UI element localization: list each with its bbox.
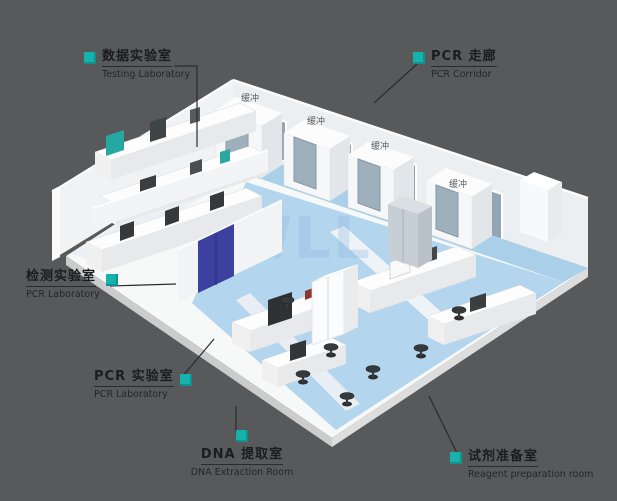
callout-reagent-preparation-room: 试剂准备室 Reagent preparation room (450, 449, 594, 481)
teal-marker-icon (179, 374, 192, 386)
room-label-zh: PCR 走廊 (431, 49, 497, 68)
callout-pcr-laboratory: PCR 实验室 PCR Laboratory (94, 369, 192, 401)
leader-line (181, 338, 215, 378)
stool-icon (279, 296, 295, 311)
pcr-machine-icon (220, 149, 230, 164)
teal-marker-icon (413, 52, 425, 64)
leader-line (373, 63, 418, 104)
monitor-icon (120, 221, 134, 241)
buffer-room-label: 缓冲 (371, 140, 389, 152)
callout-pcr-corridor: PCR 走廊 PCR Corridor (413, 49, 497, 81)
stool-icon (323, 343, 339, 358)
storage-cabinet (520, 172, 562, 242)
teal-marker-icon (84, 52, 96, 64)
pcr-machine-icon (106, 130, 124, 156)
equipment-icon (150, 117, 166, 142)
room-label-en: DNA Extraction Room (190, 467, 294, 479)
monitor-icon (165, 206, 179, 226)
equipment-icon (305, 288, 313, 300)
lab-bench (351, 245, 477, 313)
stool-icon (295, 370, 311, 385)
teal-marker-icon (450, 452, 462, 464)
fridge (311, 264, 358, 346)
teal-marker-icon (105, 274, 118, 286)
buffer-room (283, 120, 350, 202)
room-label-zh: DNA 提取室 (200, 447, 284, 466)
partition-wall (92, 149, 269, 229)
teal-marker-icon (236, 430, 248, 442)
callout-dna-extraction-room: DNA 提取室 DNA Extraction Room (184, 430, 300, 478)
room-label-zh: PCR 实验室 (94, 369, 174, 388)
stool-icon (451, 306, 467, 321)
stool-icon (365, 365, 381, 380)
room-label-en: PCR Laboratory (94, 389, 168, 401)
buffer-room-label: 缓冲 (307, 115, 325, 127)
buffer-room-label: 缓冲 (449, 178, 467, 190)
lab-bench (85, 187, 263, 272)
room-label-en: Reagent preparation room (468, 469, 594, 481)
stool-icon (339, 392, 355, 407)
leader-line (428, 395, 458, 454)
leader-line (174, 65, 198, 147)
buffer-door-icon (357, 158, 381, 212)
monitor-icon (290, 340, 306, 361)
room-label-en: PCR Corridor (431, 69, 492, 81)
room-label-zh: 数据实验室 (102, 49, 190, 68)
pcr-lab-entrance-wall (177, 199, 283, 302)
buffer-room (425, 168, 492, 250)
callout-testing-laboratory: 数据实验室 Testing Laboratory (84, 49, 191, 81)
leader-line (109, 283, 177, 287)
lab-bench (427, 284, 537, 345)
buffer-room-label: 缓冲 (241, 92, 259, 104)
callout-leader-lines (109, 63, 458, 454)
equipment-icon (470, 293, 486, 312)
callout-pcr-laboratory-left: 检测实验室 PCR Laboratory (26, 269, 118, 301)
equipment-icon (190, 107, 200, 124)
room-label-en: Testing Laboratory (102, 69, 191, 81)
storage-cabinet (388, 196, 432, 268)
room-label-zh: 试剂准备室 (468, 449, 593, 468)
buffer-door-icon (293, 136, 317, 190)
stools (279, 296, 467, 407)
stool-icon (413, 344, 429, 359)
monitor-icon (210, 191, 224, 211)
room-label-zh: 检测实验室 (26, 269, 100, 288)
buffer-door-icon (435, 184, 459, 238)
room-label-en: PCR Laboratory (26, 289, 100, 301)
